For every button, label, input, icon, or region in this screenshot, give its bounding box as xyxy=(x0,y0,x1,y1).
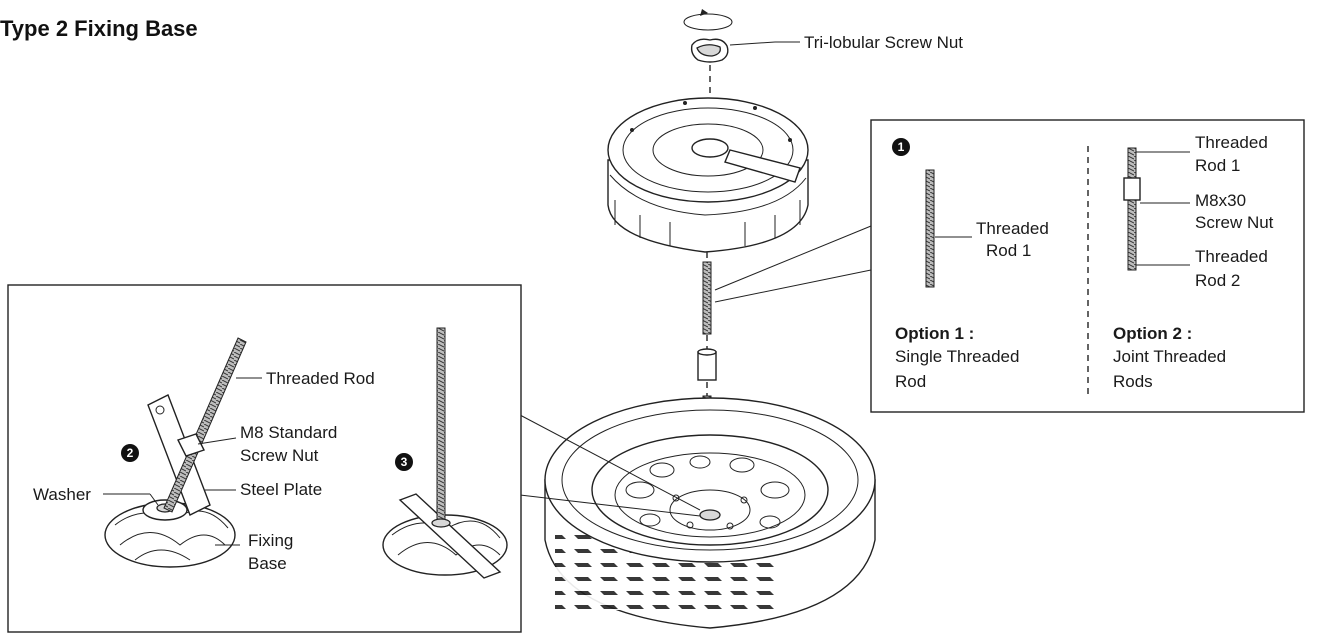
option2-desc-l1: Joint Threaded xyxy=(1113,347,1226,366)
step3-steel-plate xyxy=(398,493,502,579)
step2-m8-nut xyxy=(177,433,205,457)
label-m8x30-l2: Screw Nut xyxy=(1195,213,1274,232)
housing-cap xyxy=(607,97,809,253)
label-threaded-rod-1-l2: Rod 1 xyxy=(1195,156,1240,175)
option2-desc-l2: Rods xyxy=(1113,372,1153,391)
tri-lobular-screw-nut xyxy=(690,38,729,63)
step-2-badge: 2 xyxy=(121,444,139,462)
label-steel-plate: Steel Plate xyxy=(240,480,322,499)
label-fixing-base-l2: Base xyxy=(248,554,287,573)
step-3-badge: 3 xyxy=(395,453,413,471)
step2-washer xyxy=(142,499,188,521)
option2-m8x30-nut xyxy=(1123,177,1141,201)
label-opt1-threaded-rod-l2: Rod 1 xyxy=(986,241,1031,260)
label-threaded-rod-2-l1: Threaded xyxy=(1195,247,1268,266)
coupling-nut xyxy=(697,348,717,381)
svg-text:3: 3 xyxy=(401,455,408,469)
label-washer: Washer xyxy=(33,485,91,504)
option1-title: Option 1 : xyxy=(895,324,974,343)
svg-text:1: 1 xyxy=(898,140,905,154)
option1-desc-l2: Rod xyxy=(895,372,926,391)
rotation-arrow-icon xyxy=(683,9,733,31)
label-m8-standard-l1: M8 Standard xyxy=(240,423,337,442)
label-threaded-rod-1-l1: Threaded xyxy=(1195,133,1268,152)
label-m8-standard-l2: Screw Nut xyxy=(240,446,319,465)
label-fixing-base-l1: Fixing xyxy=(248,531,293,550)
option1-desc-l1: Single Threaded xyxy=(895,347,1019,366)
step2-steel-plate xyxy=(147,394,211,516)
label-opt1-threaded-rod-l1: Threaded xyxy=(976,219,1049,238)
step-1-badge: 1 xyxy=(892,138,910,156)
label-m8x30-l1: M8x30 xyxy=(1195,191,1246,210)
threaded-rod-center xyxy=(702,261,712,335)
option2-threaded-rod-2 xyxy=(1127,199,1137,271)
step3-threaded-rod xyxy=(431,327,451,528)
option2-threaded-rod-1 xyxy=(1127,147,1137,179)
page-title: Type 2 Fixing Base xyxy=(0,16,198,41)
option2-title: Option 2 : xyxy=(1113,324,1192,343)
svg-text:2: 2 xyxy=(127,446,134,460)
label-tri-lobular-screw-nut: Tri-lobular Screw Nut xyxy=(804,33,963,52)
spare-tyre xyxy=(544,397,876,629)
label-threaded-rod-2-l2: Rod 2 xyxy=(1195,271,1240,290)
option1-threaded-rod xyxy=(925,169,935,288)
label-threaded-rod: Threaded Rod xyxy=(266,369,375,388)
leader-tri-lobular xyxy=(729,41,776,46)
